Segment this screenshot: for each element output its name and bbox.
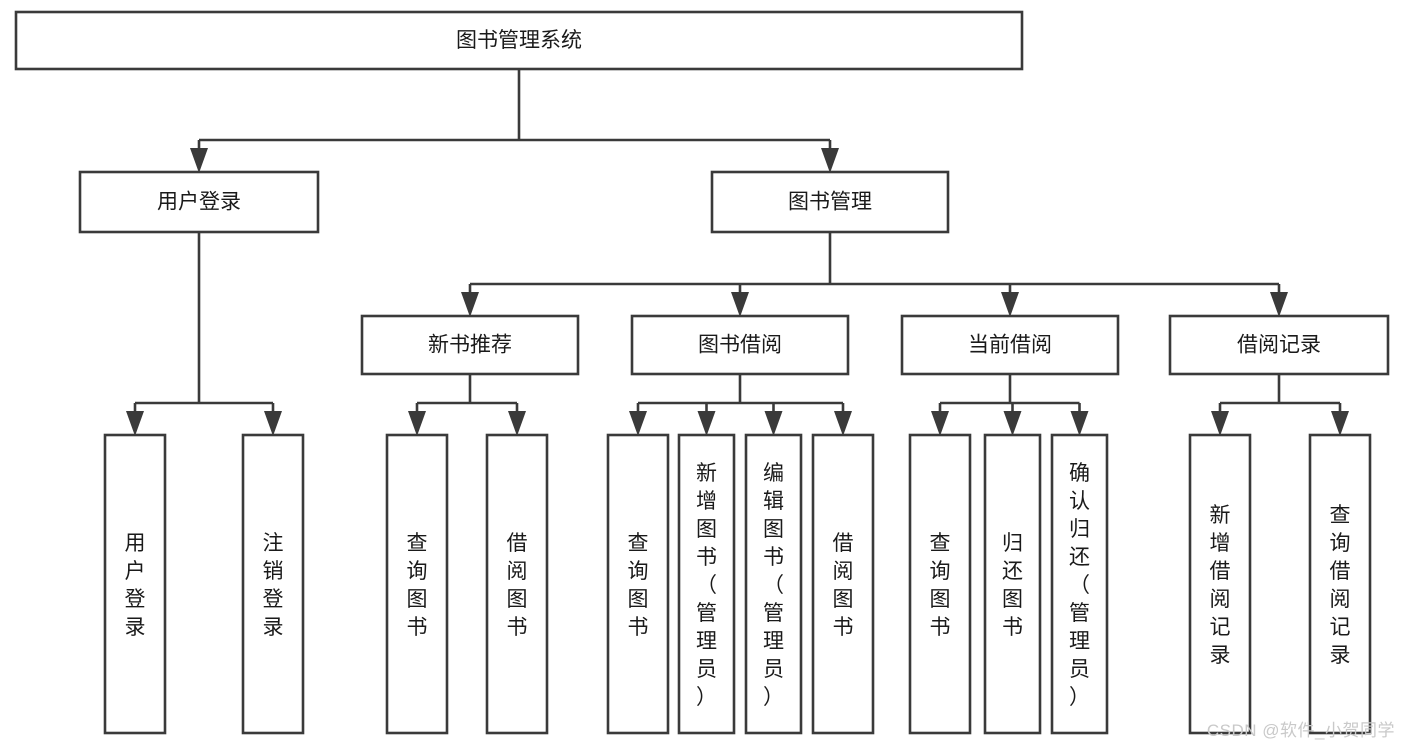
connector-arrowhead (821, 148, 839, 173)
node-box (1168, 314, 1390, 376)
node-label: 确认归还（管理员） (1069, 462, 1090, 709)
node-box (983, 433, 1042, 735)
connector-arrowhead (408, 411, 426, 436)
node-function-leaf-query-record[interactable]: 查询借阅记录 (1308, 433, 1372, 735)
node-submodule-current-borrow[interactable]: 当前借阅 (900, 314, 1120, 376)
node-function-leaf-query-book-rec[interactable]: 查询图书 (385, 433, 449, 735)
node-box (630, 314, 850, 376)
node-module-book-manage[interactable]: 图书管理 (710, 170, 950, 234)
connector-arrowhead (264, 411, 282, 436)
node-box (908, 433, 972, 735)
connector-arrowhead (461, 292, 479, 317)
connector-arrowhead (834, 411, 852, 436)
node-function-leaf-edit-book[interactable]: 编辑图书（管理员） (744, 433, 803, 735)
connector-arrowhead (1270, 292, 1288, 317)
node-label: 编辑图书（管理员） (763, 462, 784, 709)
node-box (78, 170, 320, 234)
connector-arrowhead (931, 411, 949, 436)
connector-arrowhead (126, 411, 144, 436)
node-box (385, 433, 449, 735)
node-function-leaf-query-book-cur[interactable]: 查询图书 (908, 433, 972, 735)
connector-arrowhead (629, 411, 647, 436)
node-label: 借阅记录 (1237, 334, 1321, 357)
node-label: 借阅图书 (507, 532, 528, 639)
node-submodule-borrow-record[interactable]: 借阅记录 (1168, 314, 1390, 376)
node-label: 图书借阅 (698, 334, 782, 357)
node-label: 当前借阅 (968, 334, 1052, 357)
node-box (1050, 433, 1109, 735)
connector-arrowhead (1001, 292, 1019, 317)
node-function-leaf-user-login[interactable]: 用户登录 (103, 433, 167, 735)
connector-arrowhead (190, 148, 208, 173)
node-label: 新书推荐 (428, 334, 512, 357)
node-label: 新增借阅记录 (1210, 504, 1231, 667)
connector-arrowhead (1003, 411, 1022, 436)
node-submodule-book-borrow[interactable]: 图书借阅 (630, 314, 850, 376)
node-label: 用户登录 (157, 191, 241, 214)
node-label: 查询图书 (407, 532, 428, 639)
node-submodule-new-book-rec[interactable]: 新书推荐 (360, 314, 580, 376)
node-label: 注销登录 (263, 532, 284, 639)
node-box (1188, 433, 1252, 735)
node-function-leaf-borrow-book-rec[interactable]: 借阅图书 (485, 433, 549, 735)
node-layer: 图书管理系统用户登录图书管理新书推荐图书借阅当前借阅借阅记录用户登录注销登录查询… (14, 10, 1390, 735)
node-function-leaf-confirm-return[interactable]: 确认归还（管理员） (1050, 433, 1109, 735)
node-box (744, 433, 803, 735)
connector-arrowhead (508, 411, 526, 436)
node-label: 查询图书 (628, 532, 649, 639)
node-module-user-login[interactable]: 用户登录 (78, 170, 320, 234)
node-box (811, 433, 875, 735)
connector-layer (126, 69, 1349, 436)
node-function-leaf-query-book[interactable]: 查询图书 (606, 433, 670, 735)
node-function-leaf-add-book[interactable]: 新增图书（管理员） (677, 433, 736, 735)
node-label: 图书管理系统 (456, 29, 582, 52)
node-box (360, 314, 580, 376)
node-function-leaf-borrow-book[interactable]: 借阅图书 (811, 433, 875, 735)
connector-arrowhead (764, 411, 783, 436)
node-box (485, 433, 549, 735)
node-box (677, 433, 736, 735)
connector-arrowhead (1070, 411, 1089, 436)
node-box (1308, 433, 1372, 735)
connector-arrowhead (697, 411, 716, 436)
node-label: 查询借阅记录 (1330, 504, 1351, 667)
node-box (14, 10, 1024, 71)
node-label: 查询图书 (930, 532, 951, 639)
node-box (900, 314, 1120, 376)
node-function-leaf-user-logout[interactable]: 注销登录 (241, 433, 305, 735)
node-root-root[interactable]: 图书管理系统 (14, 10, 1024, 71)
node-box (241, 433, 305, 735)
connector-arrowhead (731, 292, 749, 317)
node-function-leaf-return-book[interactable]: 归还图书 (983, 433, 1042, 735)
node-label: 新增图书（管理员） (696, 462, 717, 709)
node-box (103, 433, 167, 735)
node-label: 借阅图书 (833, 532, 854, 639)
node-box (606, 433, 670, 735)
node-function-leaf-add-record[interactable]: 新增借阅记录 (1188, 433, 1252, 735)
watermark: CSDN @软件_小贺同学 (1206, 721, 1395, 740)
node-box (710, 170, 950, 234)
node-label: 归还图书 (1002, 532, 1023, 639)
connector-arrowhead (1331, 411, 1349, 436)
node-label: 图书管理 (788, 191, 872, 214)
node-label: 用户登录 (125, 532, 146, 639)
connector-arrowhead (1211, 411, 1229, 436)
